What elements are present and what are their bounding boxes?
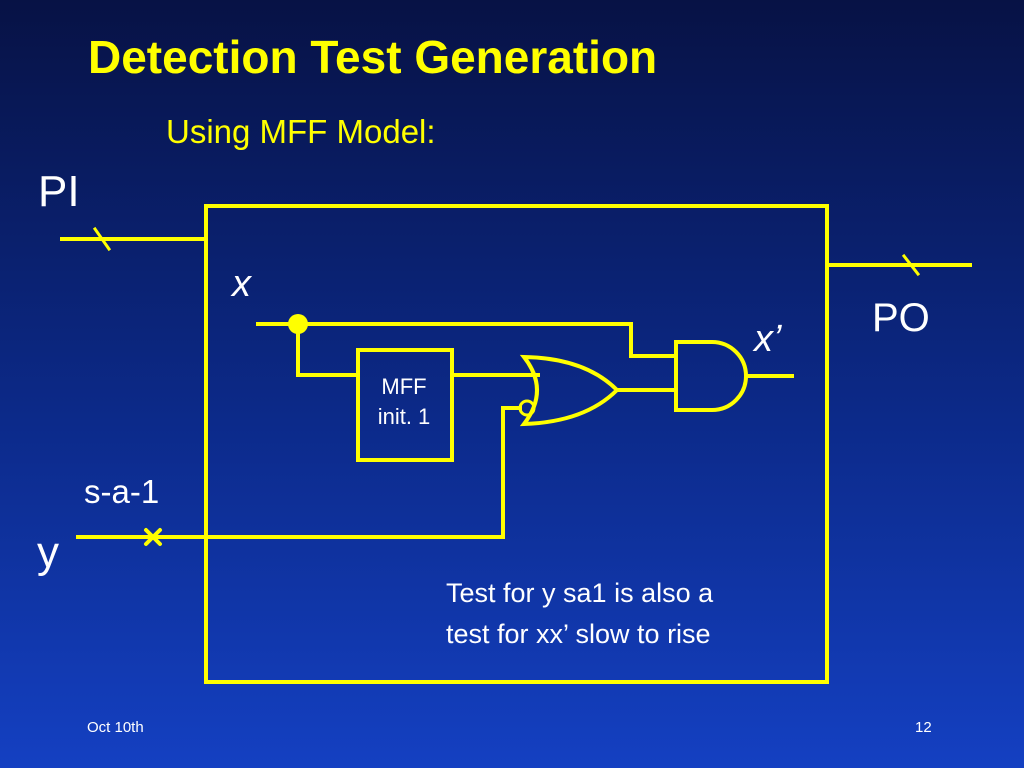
- test-note-line2: test for xx’ slow to rise: [446, 619, 711, 649]
- test-note-line1: Test for y sa1 is also a: [446, 578, 714, 608]
- x-prime-signal-label: x’: [754, 318, 782, 360]
- fault-x-marker: [144, 528, 162, 546]
- mff-box: [356, 348, 454, 462]
- mff-label-line1: MFF: [381, 374, 427, 399]
- footer-date: Oct 10th: [87, 719, 144, 736]
- pi-tick-mark: [92, 226, 112, 252]
- y-to-or-wire: [204, 406, 522, 539]
- x-to-and-wire: [629, 322, 678, 358]
- y-signal-label: y: [37, 528, 59, 577]
- or-gate: [519, 354, 620, 427]
- test-note: Test for y sa1 is also a test for xx’ sl…: [446, 573, 713, 655]
- po-label: PO: [872, 296, 930, 340]
- slide-subtitle: Using MFF Model:: [166, 113, 436, 150]
- fault-label: s-a-1: [84, 473, 160, 510]
- pi-label: PI: [38, 167, 80, 216]
- po-tick-mark: [901, 253, 921, 277]
- slide-title: Detection Test Generation: [88, 31, 658, 83]
- circuit-boundary-box: [204, 204, 829, 684]
- x-to-mff-wire: [296, 322, 360, 377]
- and-gate: [674, 340, 748, 412]
- mff-label: MFF init. 1: [356, 372, 452, 432]
- x-signal-label: x: [232, 263, 251, 305]
- mff-label-line2: init. 1: [377, 404, 431, 429]
- page-number: 12: [915, 719, 932, 736]
- inversion-bubble: [518, 399, 536, 417]
- junction-dot: [288, 314, 308, 334]
